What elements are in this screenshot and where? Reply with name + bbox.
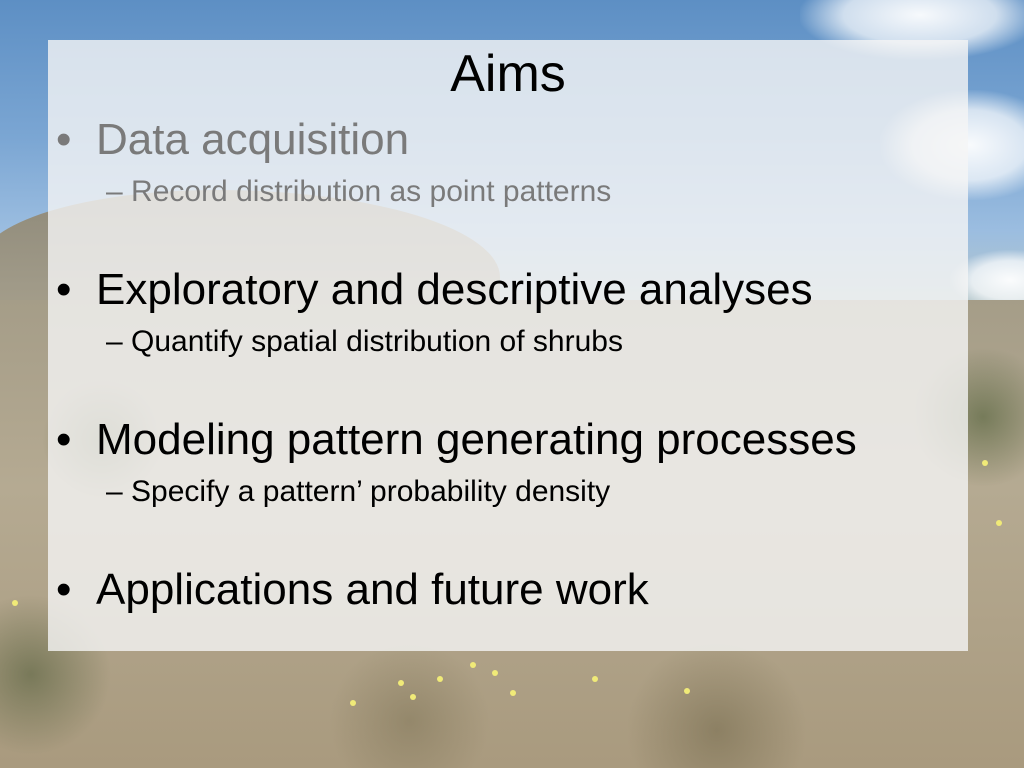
sub-bullet-item: – Quantify spatial distribution of shrub…: [106, 323, 623, 361]
flower: [510, 690, 516, 696]
bullet-dot-icon: •: [56, 415, 72, 464]
bullet-dot-icon: •: [56, 115, 72, 164]
flower: [684, 688, 690, 694]
bullet-label: Exploratory and descriptive analyses: [96, 265, 813, 314]
dash-icon: –: [106, 475, 123, 508]
bullet-item: • Applications and future work: [56, 564, 649, 616]
flower: [410, 694, 416, 700]
slide-content-panel: [48, 40, 968, 651]
sub-bullet-label: Specify a pattern’ probability density: [131, 475, 611, 508]
bullet-item: • Exploratory and descriptive analyses: [56, 264, 813, 316]
flower: [12, 600, 18, 606]
bullet-dot-icon: •: [56, 565, 72, 614]
flower: [437, 676, 443, 682]
bullet-dot-icon: •: [56, 265, 72, 314]
flower: [996, 520, 1002, 526]
dash-icon: –: [106, 325, 123, 358]
slide-title: Aims: [450, 45, 566, 103]
sub-bullet-label: Record distribution as point patterns: [131, 175, 612, 208]
flower: [982, 460, 988, 466]
bullet-label: Data acquisition: [96, 115, 410, 164]
dash-icon: –: [106, 175, 123, 208]
flower: [398, 680, 404, 686]
bullet-item: • Data acquisition: [56, 114, 409, 166]
flower: [592, 676, 598, 682]
bullet-label: Modeling pattern generating processes: [96, 415, 857, 464]
flower: [492, 670, 498, 676]
bullet-item: • Modeling pattern generating processes: [56, 414, 857, 466]
sub-bullet-label: Quantify spatial distribution of shrubs: [131, 325, 623, 358]
sub-bullet-item: – Specify a pattern’ probability density: [106, 473, 610, 511]
flower: [470, 662, 476, 668]
sub-bullet-item: – Record distribution as point patterns: [106, 173, 611, 211]
flower: [350, 700, 356, 706]
bullet-label: Applications and future work: [96, 565, 649, 614]
